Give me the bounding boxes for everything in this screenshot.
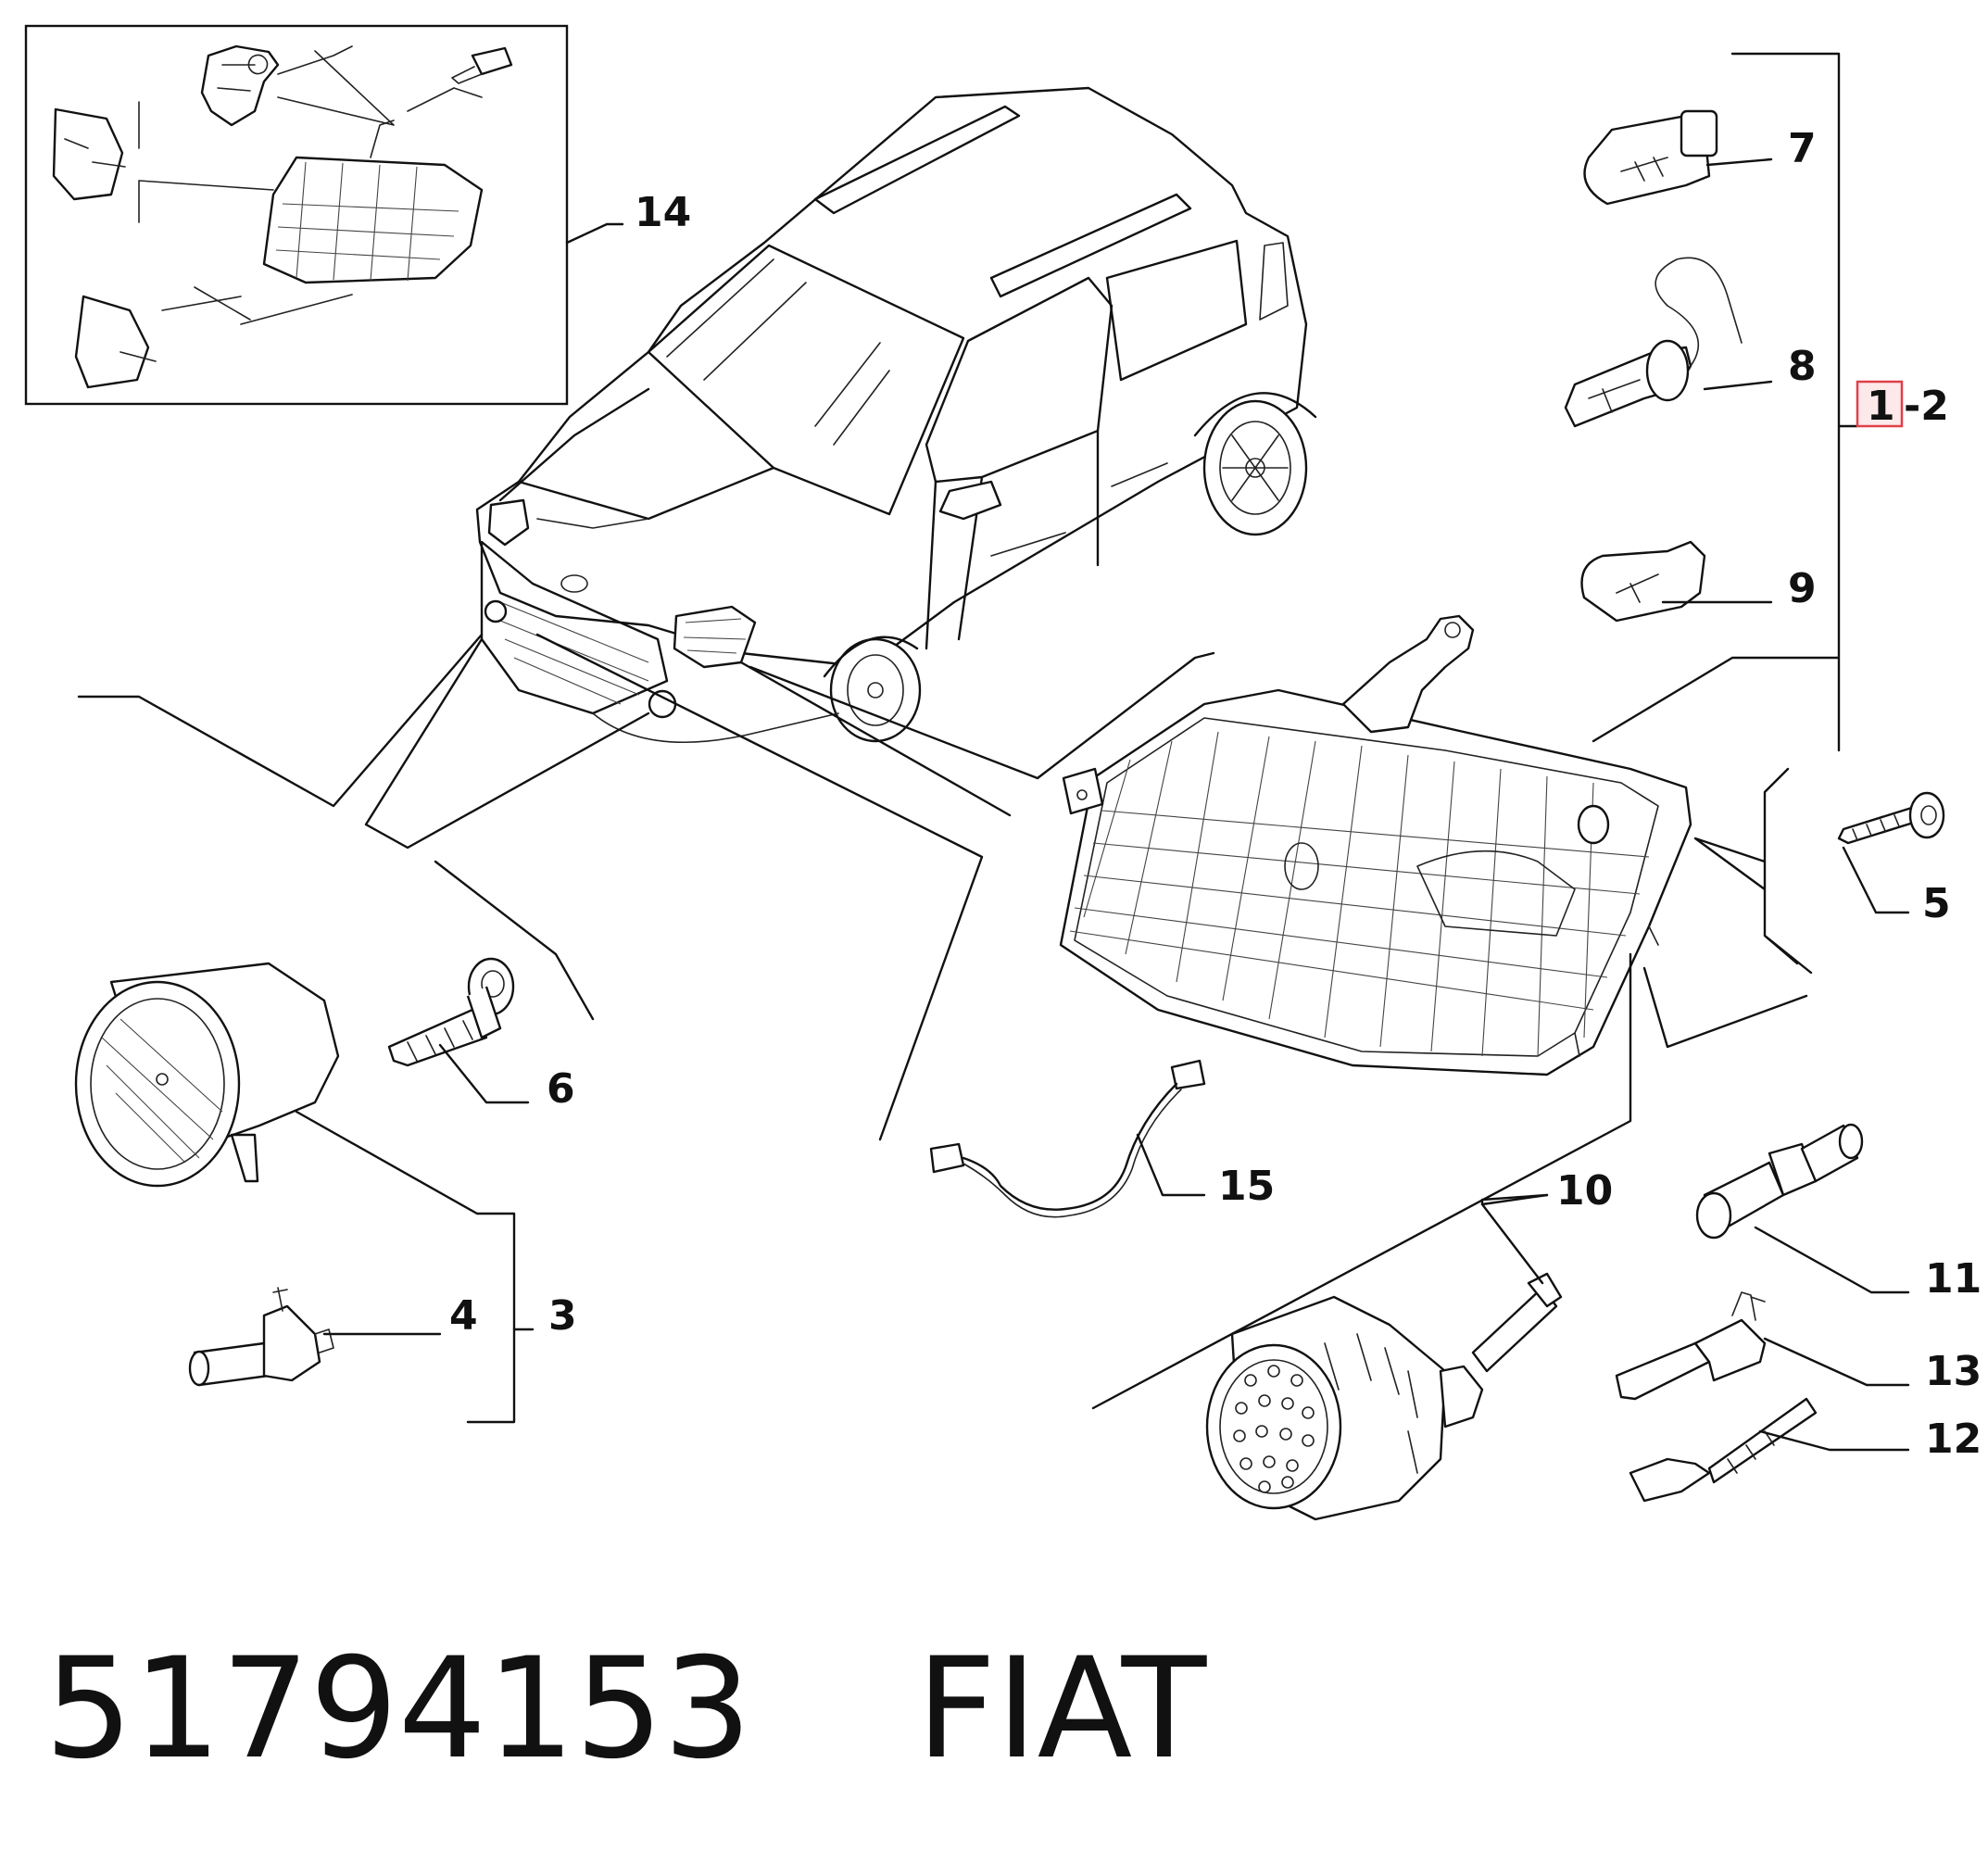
callout-2: -2 [1904,383,1949,430]
callout-8: 8 [1788,343,1817,390]
callout-4: 4 [449,1292,478,1340]
bulb-8 [1564,257,1743,428]
callout-3: 3 [548,1292,577,1340]
leader-lines [77,633,1808,1410]
part-number: 51794153 [44,1629,752,1790]
pin-12 [1629,1397,1818,1503]
bulb-9 [1580,540,1706,623]
highlight-box-1 [1856,380,1904,428]
callout-9: 9 [1788,565,1817,612]
terminal-13 [1615,1291,1767,1401]
callout-10: 10 [1556,1167,1613,1215]
fog-lamp-3 [74,962,340,1188]
bulb-7 [1583,109,1718,206]
screw-5 [1837,791,1945,845]
callout-13: 13 [1925,1348,1982,1395]
car-illustration [475,86,1317,744]
bulb-11 [1695,1123,1864,1240]
callout-11: 11 [1925,1255,1982,1303]
callout-6: 6 [547,1065,575,1113]
callout-1: 1 [1867,383,1895,430]
wiring-harness-15 [929,1059,1206,1218]
callout-14: 14 [635,189,691,236]
screw-6 [387,957,515,1067]
callout-5: 5 [1922,880,1951,927]
headlamp-assembly [1059,614,1692,1076]
inset-headlamp-mounting [24,24,569,406]
bulb-4 [188,1287,334,1387]
brand-name: FIAT [916,1629,1207,1790]
callout-7: 7 [1788,125,1817,172]
callout-12: 12 [1925,1416,1982,1463]
footer: 51794153 FIAT [44,1640,1206,1779]
connector-10 [1205,1272,1563,1521]
callout-15: 15 [1218,1163,1275,1210]
